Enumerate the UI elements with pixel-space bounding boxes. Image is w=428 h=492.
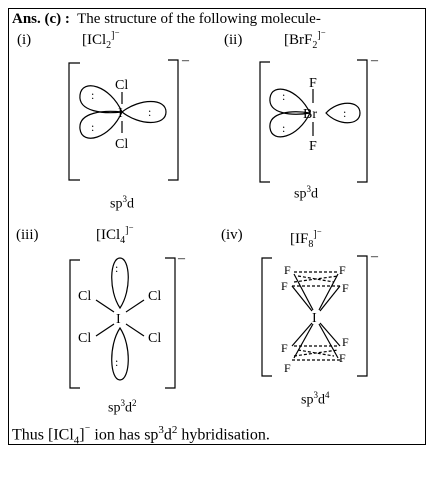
answer-prefix: Ans. (c) : <box>12 11 70 27</box>
bond-upper-right <box>125 299 145 313</box>
bracket-right-ii <box>357 59 368 183</box>
bond-dashed <box>297 349 335 357</box>
conclusion-text: Thus [ICl4]⁻ ion has sp3d2 hybridisation… <box>12 424 270 447</box>
lone-pair-dots: : <box>115 261 118 275</box>
lone-pair-lobe-top <box>111 257 129 310</box>
lone-pair-dots: : <box>115 355 118 369</box>
central-atom-i: I <box>118 106 123 121</box>
structure-ii: – : : : Br F F <box>259 53 379 183</box>
ligand-atom: Cl <box>115 78 128 93</box>
lone-pair-lobe-bottom <box>111 326 129 381</box>
ligand-atom: Cl <box>148 289 161 304</box>
bond-wedge <box>318 273 339 311</box>
answer-box: Ans. (c) : The structure of the followin… <box>8 8 426 447</box>
bond-wedge <box>318 323 339 359</box>
hybridisation-i: sp3d <box>110 194 134 212</box>
bracket-left-iv <box>261 257 272 377</box>
bracket-left-i <box>68 62 80 181</box>
hybridisation-iii: sp3d2 <box>108 398 137 416</box>
lone-pair-dots: : <box>91 88 94 102</box>
bracket-right-i <box>168 59 179 181</box>
lone-pair-dots: : <box>282 121 285 135</box>
bond-wedge <box>291 285 313 312</box>
bracket-right-iii <box>165 257 176 389</box>
formula-ii: [BrF2]⁻ <box>284 30 326 51</box>
lone-pair-lobe-upper-left <box>269 88 311 115</box>
hybridisation-ii: sp3d <box>294 184 318 202</box>
ligand-atom: F <box>309 76 317 91</box>
ligand-atom: F <box>342 281 349 295</box>
lone-pair-lobe-lower-left <box>79 110 123 139</box>
bond-wedge <box>293 273 314 311</box>
numeral-ii: (ii) <box>224 32 243 48</box>
formula-iv: [IF8]⁻ <box>290 229 322 250</box>
structure-i: – : : : I Cl Cl <box>68 53 190 181</box>
bracket-left-ii <box>259 61 270 183</box>
bracket-right-iv <box>357 255 368 377</box>
ligand-atom: Cl <box>78 331 91 346</box>
central-atom-ii: Br <box>303 107 317 122</box>
bond-dashed <box>293 349 339 357</box>
numeral-iv: (iv) <box>221 227 243 243</box>
lone-pair-dots: : <box>282 89 285 103</box>
numeral-i: (i) <box>17 32 32 48</box>
formula-iii: [ICl4]⁻ <box>96 225 134 246</box>
ligand-atom: F <box>284 361 291 375</box>
ligand-atom: F <box>339 351 346 365</box>
structure-iii: – : : I Cl Cl Cl Cl <box>69 251 186 389</box>
ligand-atom: Cl <box>78 289 91 304</box>
bracket-left-iii <box>69 259 80 389</box>
ligand-atom: F <box>339 263 346 277</box>
structure-iv: – I F F F F F F F F <box>261 249 379 377</box>
answer-heading: Ans. (c) : The structure of the followin… <box>12 12 321 27</box>
bond-upper-left <box>95 299 115 313</box>
lone-pair-lobe-upper-left <box>79 85 123 114</box>
lone-pair-lobe-right <box>121 100 167 124</box>
bond-lower-left <box>95 323 115 337</box>
answer-heading-text: The structure of the following molecule- <box>77 11 321 27</box>
charge-sign-iv: – <box>370 249 379 264</box>
ligand-atom: Cl <box>148 331 161 346</box>
ligand-atom: Cl <box>115 137 128 152</box>
charge-sign-ii: – <box>370 53 379 68</box>
numeral-iii: (iii) <box>16 227 39 243</box>
bond-wedge <box>319 322 341 347</box>
hybridisation-iv: sp3d4 <box>301 390 330 408</box>
bond-wedge <box>293 323 314 359</box>
bond-wedge <box>291 322 313 347</box>
formula-i: [ICl2]⁻ <box>82 30 120 51</box>
charge-sign-iii: – <box>177 251 186 266</box>
bond-dashed <box>293 275 339 283</box>
central-atom-iv: I <box>312 311 317 326</box>
central-atom-iii: I <box>116 312 121 327</box>
bond-wedge <box>319 285 341 312</box>
ligand-atom: F <box>281 279 288 293</box>
ligand-atom: F <box>342 335 349 349</box>
lone-pair-lobe-lower-left <box>269 111 311 138</box>
ligand-atom: F <box>281 341 288 355</box>
ligand-atom: F <box>309 139 317 154</box>
lone-pair-lobe-right <box>325 102 361 124</box>
lone-pair-dots: : <box>148 105 151 119</box>
ligand-atom: F <box>284 263 291 277</box>
bond-dashed <box>297 275 335 283</box>
charge-sign-i: – <box>181 53 190 68</box>
bond-lower-right <box>125 323 145 337</box>
lone-pair-dots: : <box>91 120 94 134</box>
lone-pair-dots: : <box>343 106 346 120</box>
